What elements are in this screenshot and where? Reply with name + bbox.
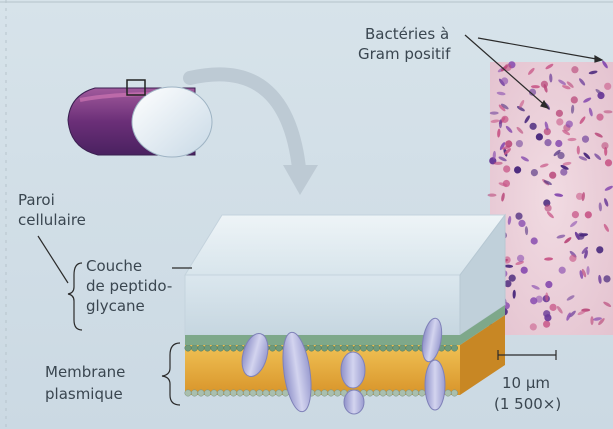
lipid-head — [269, 390, 275, 396]
wall-label-line1: Paroi — [18, 190, 55, 210]
lipid-head — [269, 345, 275, 351]
lipid-head — [445, 345, 451, 351]
lipid-head — [367, 390, 373, 396]
lipid-head — [412, 390, 418, 396]
lipid-head — [399, 345, 405, 351]
bacteria-label-line1: Bactéries à — [365, 24, 449, 44]
lipid-head — [263, 390, 269, 396]
pg-label-line3: glycane — [86, 296, 145, 316]
lipid-head — [198, 345, 204, 351]
lipid-head — [386, 390, 392, 396]
lipid-head — [393, 345, 399, 351]
membrane-label-line2: plasmique — [45, 384, 123, 404]
lipid-head — [198, 390, 204, 396]
lipid-head — [185, 390, 191, 396]
lipid-head — [250, 390, 256, 396]
lipid-head — [191, 345, 197, 351]
lipid-head — [224, 345, 230, 351]
lipid-head — [224, 390, 230, 396]
membrane-label-line1: Membrane — [45, 362, 125, 382]
lipid-head — [204, 345, 210, 351]
lipid-head — [393, 390, 399, 396]
pg-label-line1: Couche — [86, 256, 142, 276]
lipid-head — [237, 390, 243, 396]
lipid-head — [321, 345, 327, 351]
lipid-head — [451, 390, 457, 396]
lipid-head — [334, 390, 340, 396]
lipid-head — [276, 345, 282, 351]
bacteria-label-line2: Gram positif — [358, 44, 450, 64]
lipid-head — [204, 390, 210, 396]
scale-bar — [498, 350, 556, 360]
lipid-head — [315, 390, 321, 396]
lipid-head — [347, 345, 353, 351]
lipid-head — [406, 390, 412, 396]
lipid-head — [341, 345, 347, 351]
lipid-head — [380, 390, 386, 396]
lipid-head — [308, 345, 314, 351]
lipid-head — [230, 345, 236, 351]
pg-label-line2: de peptido- — [86, 276, 172, 296]
lipid-head — [334, 345, 340, 351]
stained-cell — [571, 96, 578, 103]
lipid-head — [367, 345, 373, 351]
lipid-head — [185, 345, 191, 351]
lipid-head — [419, 390, 425, 396]
lipid-head — [211, 345, 217, 351]
lipid-head — [328, 345, 334, 351]
lipid-head — [237, 345, 243, 351]
stained-cell — [536, 133, 543, 140]
bacterium-cell — [68, 80, 212, 157]
peptidoglycan-block — [185, 215, 505, 335]
lipid-head — [445, 390, 451, 396]
lipid-head — [321, 390, 327, 396]
scale-magnification: (1 500×) — [494, 394, 561, 414]
stained-cell — [590, 316, 593, 325]
wall-label-line2: cellulaire — [18, 210, 86, 230]
scale-value: 10 µm — [502, 373, 550, 393]
lipid-head — [191, 390, 197, 396]
lipid-head — [412, 345, 418, 351]
lipid-head — [211, 390, 217, 396]
lipid-head — [380, 345, 386, 351]
lipid-head — [451, 345, 457, 351]
lipid-head — [256, 390, 262, 396]
lipid-head — [354, 345, 360, 351]
lipid-head — [230, 390, 236, 396]
lipid-head — [373, 390, 379, 396]
lipid-head — [399, 390, 405, 396]
lipid-head — [217, 390, 223, 396]
lipid-head — [217, 345, 223, 351]
stained-cell — [488, 194, 497, 197]
lipid-head — [328, 390, 334, 396]
lipid-head — [315, 345, 321, 351]
lipid-head — [243, 390, 249, 396]
lipid-head — [276, 390, 282, 396]
lipid-head — [386, 345, 392, 351]
lipid-head — [360, 345, 366, 351]
lipid-head — [373, 345, 379, 351]
lipid-head — [406, 345, 412, 351]
micrograph — [490, 62, 613, 335]
